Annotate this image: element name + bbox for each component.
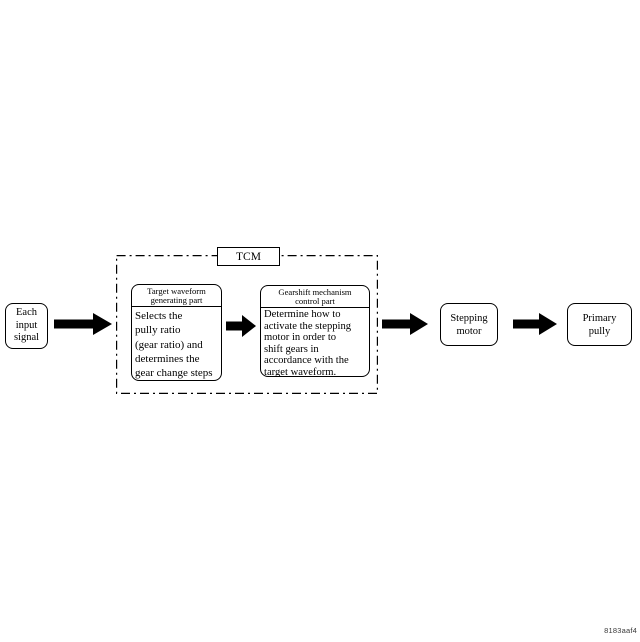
gearshift-mechanism-control-part-box: Gearshift mechanism control part Determi…	[260, 285, 370, 377]
gearshift-part-body: Determine how to activate the stepping m…	[264, 309, 352, 377]
each-input-signal-label: Each input signal	[13, 307, 40, 344]
target-waveform-part-body: Selects the pully ratio (gear ratio) and…	[135, 310, 213, 380]
flow-arrow-stepping-motor-to-primary-pully	[513, 313, 557, 335]
each-input-signal-box: Each input signal	[5, 303, 48, 349]
figure-code: 8183aaf4	[604, 626, 637, 635]
tcm-label-box: TCM	[217, 247, 280, 266]
target-waveform-part-header: Target waveform generating part	[132, 285, 221, 308]
flow-arrow-input-to-tcm	[54, 313, 112, 335]
target-waveform-generating-part-box: Target waveform generating part Selects …	[131, 284, 222, 381]
flow-arrow-waveform-to-gearshift	[226, 315, 256, 337]
tcm-label: TCM	[236, 250, 261, 263]
flow-arrow-tcm-to-stepping-motor	[382, 313, 428, 335]
gearshift-part-header: Gearshift mechanism control part	[261, 286, 369, 309]
tcm-dashed-boundary	[116, 255, 378, 394]
stepping-motor-box: Stepping motor	[440, 303, 498, 346]
primary-pully-box: Primary pully	[567, 303, 632, 346]
primary-pully-label: Primary pully	[582, 312, 617, 337]
stepping-motor-label: Stepping motor	[450, 312, 488, 337]
